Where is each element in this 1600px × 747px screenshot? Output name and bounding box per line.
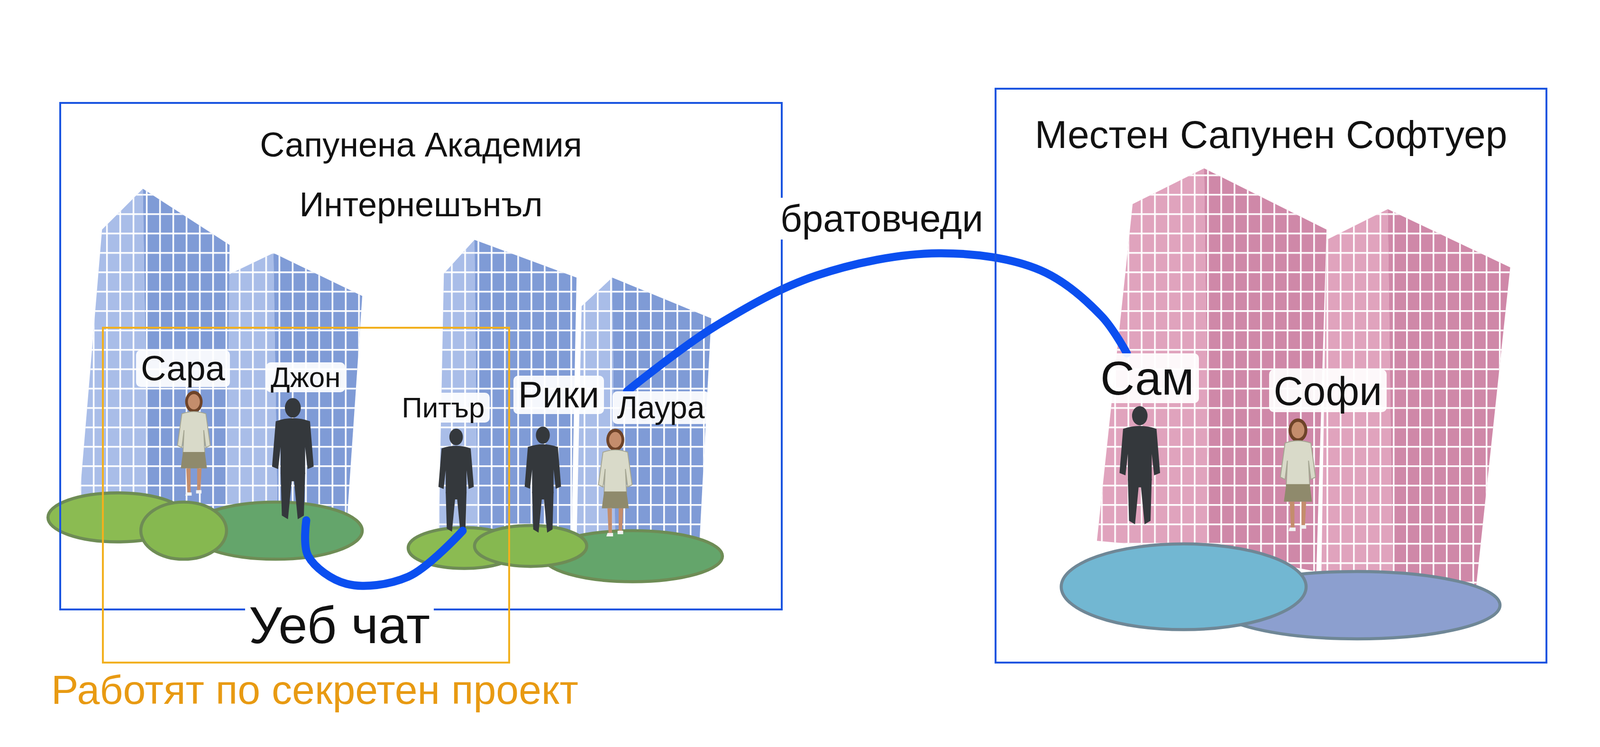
edge-label: братовчеди bbox=[776, 197, 988, 240]
person-figure bbox=[272, 397, 314, 520]
company-name: Сапунена Академия Интернешънъл bbox=[226, 114, 616, 235]
group-label: Работят по секретен проект bbox=[51, 666, 579, 714]
ground bbox=[140, 502, 227, 559]
ground bbox=[474, 525, 587, 567]
building bbox=[612, 277, 712, 551]
person-figure bbox=[598, 428, 632, 537]
person-node: Софи bbox=[1269, 369, 1389, 536]
person-name: Сам bbox=[1095, 353, 1199, 403]
person-figure bbox=[438, 428, 475, 532]
person-node: Питър bbox=[397, 392, 491, 531]
person-name: Рики bbox=[513, 375, 604, 414]
building bbox=[142, 188, 230, 511]
building-windows bbox=[1387, 209, 1510, 602]
person-node: Сара bbox=[136, 349, 231, 500]
person-figure bbox=[524, 426, 562, 533]
person-name: Сара bbox=[136, 349, 230, 387]
person-figure bbox=[1280, 418, 1316, 531]
connector bbox=[305, 520, 463, 586]
person-node: Лаура bbox=[612, 391, 711, 541]
person-name: Софи bbox=[1269, 369, 1388, 412]
building bbox=[79, 188, 148, 505]
person-figure bbox=[177, 390, 211, 496]
person-node: Рики bbox=[513, 375, 606, 533]
building-windows bbox=[612, 277, 712, 551]
connector bbox=[627, 253, 1127, 392]
company-name: Местен Сапунен Софтуер bbox=[1034, 112, 1508, 157]
building-windows bbox=[79, 188, 148, 505]
company-box: Местен Сапунен СофтуерСам Софи bbox=[994, 87, 1548, 664]
person-node: Сам bbox=[1095, 353, 1200, 526]
person-node: Джон bbox=[265, 362, 347, 521]
ground bbox=[1061, 543, 1307, 630]
company-box: Сапунена Академия ИнтернешънълРаботят по… bbox=[59, 101, 783, 611]
person-name: Джон bbox=[265, 362, 346, 393]
building-windows bbox=[142, 188, 230, 511]
person-name: Лаура bbox=[612, 391, 710, 424]
edge-label: Уеб чат bbox=[245, 595, 434, 654]
person-name: Питър bbox=[397, 392, 490, 423]
building bbox=[1387, 209, 1510, 602]
person-figure bbox=[1119, 405, 1161, 524]
